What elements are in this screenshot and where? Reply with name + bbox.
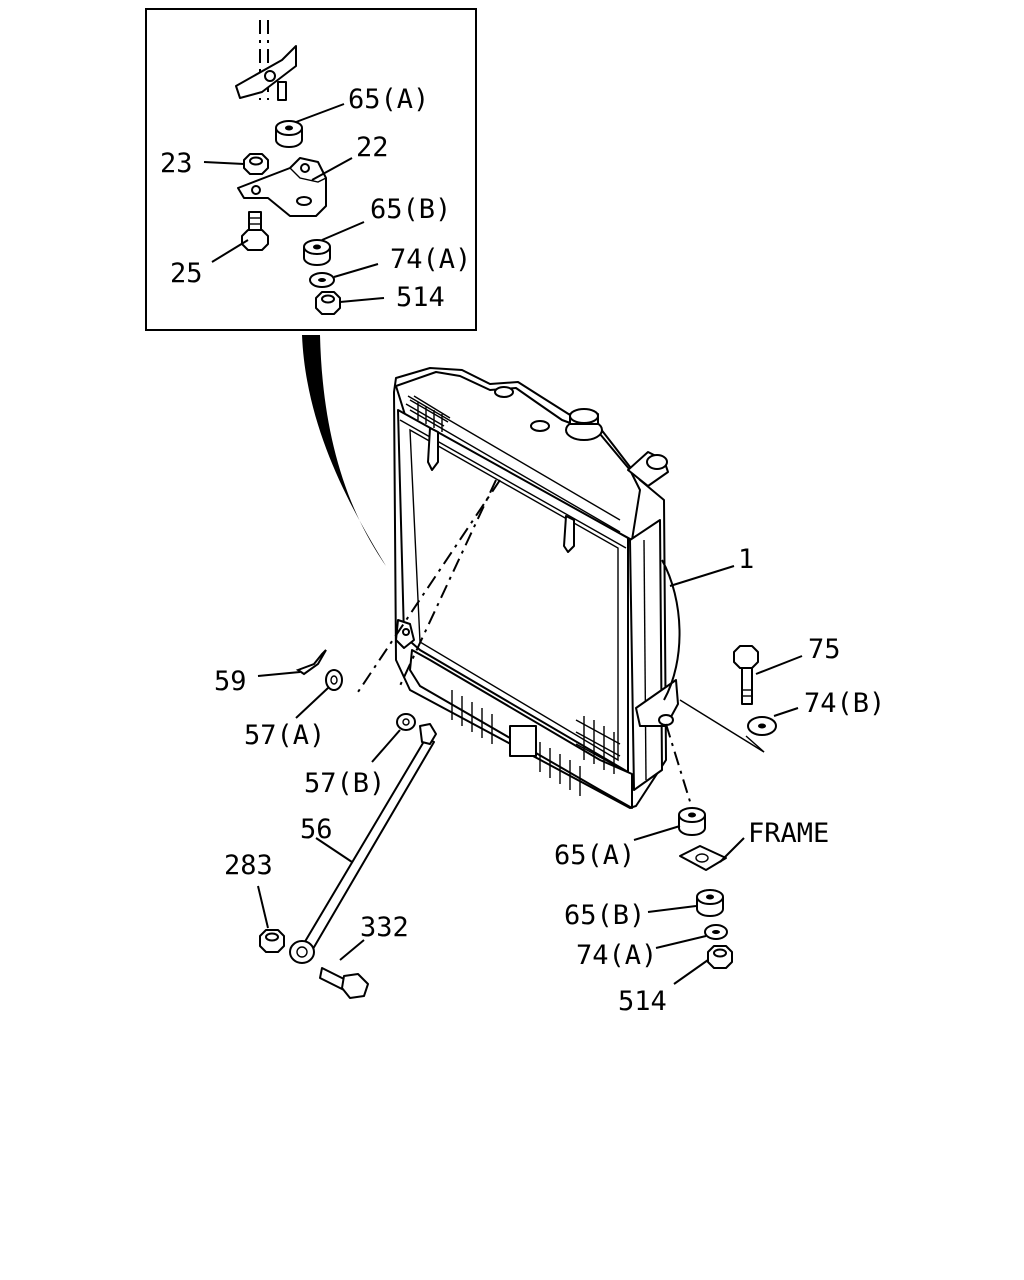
callout-75: 75 [808,634,841,665]
callout-74a-inset: 74(A) [390,244,471,275]
callout-56: 56 [300,814,333,845]
part-283-nut [259,929,285,953]
callout-332: 332 [360,912,409,943]
part-514-nut-lower [707,945,733,969]
part-74b-washer [747,716,777,736]
callout-514-lower: 514 [618,986,667,1017]
washer-74a-inset [309,272,335,288]
part-57b-gasket [396,713,416,731]
callout-283: 283 [224,850,273,881]
callout-frame: FRAME [748,818,829,849]
callout-23-inset: 23 [160,148,193,179]
callout-65a-lower: 65(A) [554,840,635,871]
bracket-22-inset [237,157,327,217]
callout-65b-lower: 65(B) [564,900,645,931]
callout-1: 1 [738,544,754,575]
callout-25-inset: 25 [170,258,203,289]
callout-22-inset: 22 [356,132,389,163]
callout-59: 59 [214,666,247,697]
upper-bracket [235,20,297,101]
frame-plate [679,845,727,871]
callout-57b: 57(B) [304,768,385,799]
part-75-bolt [733,645,759,705]
part-74a-washer-lower [704,924,728,940]
callout-74b: 74(B) [804,688,885,719]
nut-23-inset [243,153,269,175]
bolt-25-inset [241,211,269,251]
cushion-65a-inset [275,120,303,148]
callout-74a-lower: 74(A) [576,940,657,971]
callout-57a: 57(A) [244,720,325,751]
part-65a-cushion-lower [678,807,706,836]
bottom-fins [451,690,581,796]
grille-top [405,395,451,432]
nut-514-inset [315,291,341,315]
callout-65a-inset: 65(A) [348,84,429,115]
inset-pointer [302,335,386,566]
callout-514-inset: 514 [396,282,445,313]
cushion-65b-inset [303,239,331,266]
part-56-stay-rod [289,723,437,964]
part-57a-gasket [325,669,343,691]
grille-bottom [575,716,621,774]
radiator-assembly [393,367,681,809]
part-59-clip [295,649,327,676]
part-332-bolt [319,967,369,999]
callout-65b-inset: 65(B) [370,194,451,225]
inset-detail: 65(A) 22 23 65(B) 25 74(A) 514 [145,8,477,331]
part-65b-cushion-lower [696,889,724,917]
